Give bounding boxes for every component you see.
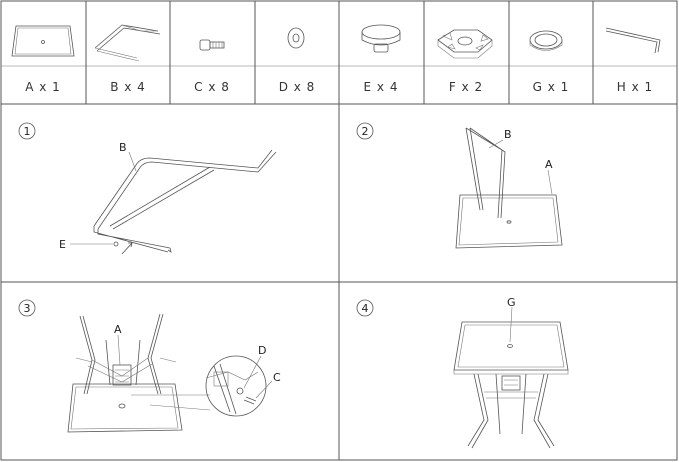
part-label-g: G x 1 (533, 80, 570, 94)
detail-leader (131, 394, 211, 411)
step-3: 3 A D C (18, 299, 281, 433)
step-number-badge (356, 299, 374, 317)
assembled-table-drawing (453, 321, 569, 449)
callout-e: E (59, 238, 66, 251)
inverted-table-drawing (67, 313, 183, 433)
step-number: 4 (362, 302, 369, 315)
callout-leader (509, 306, 513, 343)
callout-a: A (545, 158, 553, 171)
part-label-c: C x 8 (194, 80, 230, 94)
bolt-icon (199, 39, 225, 51)
callout-g: G (507, 296, 516, 309)
step-number-badge (356, 122, 374, 140)
hex-key-icon (605, 27, 661, 54)
callout-c: C (273, 371, 281, 384)
part-label-f: F x 2 (449, 80, 483, 94)
callout-leader (547, 169, 553, 195)
step-2: 2 B A (356, 122, 563, 249)
part-label-h: H x 1 (617, 80, 653, 94)
step-number-badge (18, 122, 36, 140)
umbrella-ring-icon (529, 30, 563, 51)
table-top-icon (11, 25, 75, 57)
callout-leader (255, 380, 273, 399)
step-number-badge (18, 299, 36, 317)
callout-b: B (119, 141, 127, 154)
step-number: 2 (362, 125, 369, 138)
step-number: 1 (24, 125, 31, 138)
leg-frame-icon (94, 24, 161, 62)
steps-grid (0, 103, 678, 461)
foot-cap-part (113, 241, 119, 247)
leg-frame-drawing (93, 149, 277, 253)
insert-arrow-icon (121, 242, 133, 255)
callout-leader (117, 334, 121, 366)
foot-cap-icon (361, 24, 401, 53)
step-1: 1 B E (18, 122, 277, 255)
leg-frame-drawing (465, 127, 506, 219)
washer-icon (287, 27, 305, 49)
detail-zoom-drawing (205, 355, 267, 417)
callout-b: B (504, 128, 512, 141)
step-4: 4 G (356, 296, 569, 449)
callout-leader (243, 355, 262, 389)
part-label-b: B x 4 (110, 80, 146, 94)
parts-list: A x 1 B x 4 C x 8 D x 8 E x 4 F x 2 G x … (0, 0, 678, 105)
part-label-d: D x 8 (279, 80, 316, 94)
callout-leader (488, 139, 504, 149)
part-label-e: E x 4 (364, 80, 399, 94)
callout-leader (128, 151, 137, 172)
part-label-a: A x 1 (25, 80, 61, 94)
table-top-drawing (455, 194, 563, 249)
callout-a: A (114, 323, 122, 336)
bracket-icon (437, 29, 493, 59)
step-number: 3 (24, 302, 31, 315)
callout-d: D (258, 344, 266, 357)
